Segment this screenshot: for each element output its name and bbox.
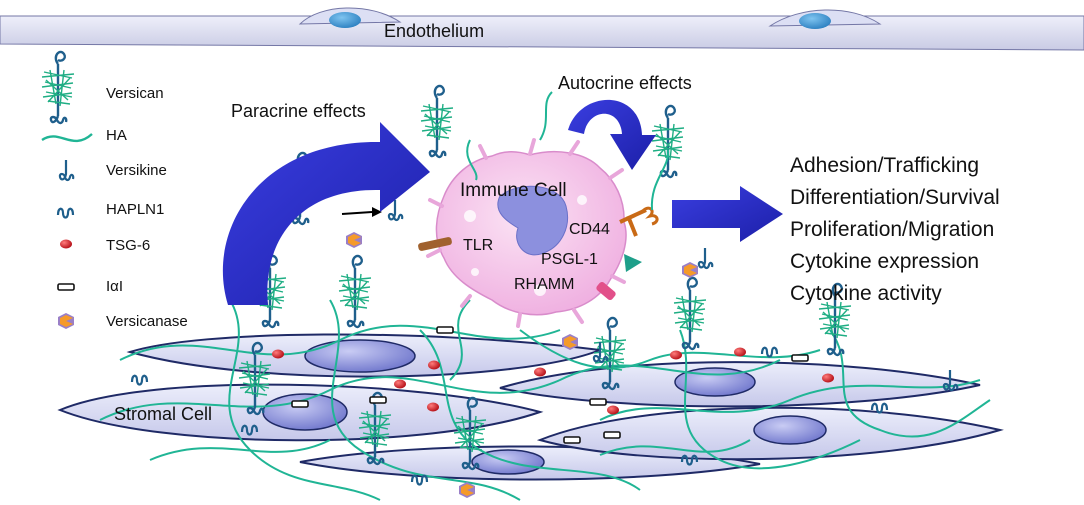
ha-icon: [41, 133, 93, 143]
immune-cell: [418, 91, 670, 328]
output-arrow: [672, 186, 783, 242]
endothelium: [0, 7, 1084, 51]
versikine-icon: [58, 158, 75, 182]
stromal-cell-label: Stromal Cell: [114, 404, 213, 424]
immune-nucleus: [497, 185, 568, 256]
legend-iai-label: IαI: [106, 278, 124, 295]
outcome-4: Cytokine expression: [790, 250, 980, 273]
nucleus: [304, 339, 416, 373]
outcome-2: Differentiation/Survival: [790, 186, 1000, 209]
paracrine-arrow: [222, 122, 430, 305]
psgl1-receptor: [624, 254, 642, 272]
endothelial-nucleus: [329, 12, 361, 28]
iai-icon: [57, 283, 75, 291]
legend-versikine-label: Versikine: [106, 162, 167, 179]
rhamm-receptor: [596, 281, 616, 301]
nucleus: [753, 415, 827, 445]
nucleus: [674, 367, 756, 397]
tlr-receptor: [418, 237, 452, 251]
legend-hapln1-label: HAPLN1: [106, 201, 165, 218]
legend-versicanase-label: Versicanase: [106, 313, 188, 330]
hapln1-icon: [56, 207, 75, 219]
outcome-3: Proliferation/Migration: [790, 218, 995, 241]
tlr-label: TLR: [463, 237, 494, 254]
legend-ha-label: HA: [106, 127, 127, 144]
legend-icons: [40, 50, 93, 329]
legend-versican-label: Versican: [106, 85, 164, 102]
rhamm-label: RHAMM: [514, 276, 575, 293]
endothelial-nucleus: [799, 13, 831, 29]
versican-icon: [40, 50, 76, 125]
cd44-receptor: [619, 206, 659, 237]
tsg6-icon: [60, 239, 72, 249]
psgl1-label: PSGL-1: [541, 251, 598, 268]
paracrine-label: Paracrine effects: [231, 101, 366, 121]
outcome-1: Adhesion/Trafficking: [790, 154, 980, 177]
cd44-label: CD44: [569, 221, 610, 238]
cleavage-arrow: [341, 207, 382, 217]
outcome-5: Cytokine activity: [790, 282, 942, 305]
autocrine-arrow: [568, 99, 656, 170]
versicanase-icon: [58, 313, 74, 329]
autocrine-label: Autocrine effects: [558, 73, 692, 93]
endothelium-label: Endothelium: [384, 21, 485, 41]
immune-cell-title: Immune Cell: [460, 180, 567, 201]
legend-tsg6-label: TSG-6: [106, 237, 151, 254]
